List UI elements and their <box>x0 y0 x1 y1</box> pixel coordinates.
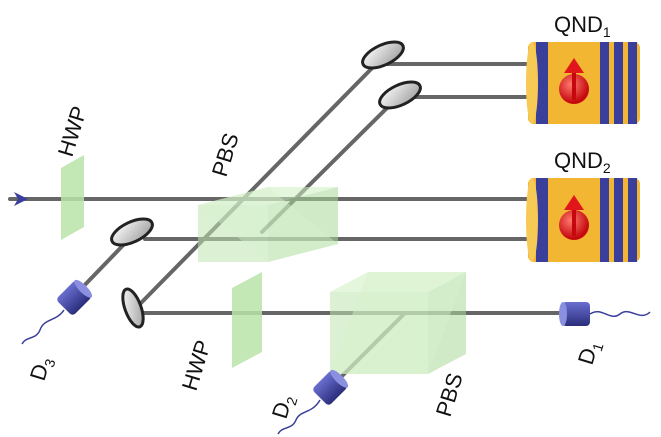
mirror-bottom-left <box>121 287 145 329</box>
hwp-label-bottom: HWP <box>177 337 216 393</box>
detector-d3 <box>21 279 93 345</box>
d3-cable <box>21 309 65 345</box>
mirror-second <box>378 80 422 110</box>
detector-d1 <box>559 302 651 326</box>
d1-label: D1 <box>573 337 607 368</box>
hwp-plate-top <box>61 155 84 240</box>
qnd1-cavity <box>526 42 640 124</box>
d2-cable <box>277 399 321 435</box>
pbs-cube-top <box>198 187 338 262</box>
pbs-label-bottom: PBS <box>431 370 468 419</box>
mirror-top <box>361 40 405 70</box>
hwp-plate-bottom <box>232 272 262 368</box>
d3-label: D3 <box>25 353 59 384</box>
qnd2-cavity <box>526 178 640 262</box>
mirror-left <box>110 217 154 247</box>
d1-cable <box>589 310 651 317</box>
input-arrow-icon <box>14 192 28 206</box>
pbs-label-top: PBS <box>207 130 244 179</box>
detector-d2 <box>277 369 349 435</box>
qnd1-label: QND1 <box>554 12 611 40</box>
qnd2-label: QND2 <box>554 148 611 176</box>
hwp-label-top: HWP <box>53 103 92 159</box>
pbs-cube-bottom <box>330 272 466 374</box>
diagonal-beam-top <box>136 58 382 308</box>
d2-label: D2 <box>267 391 301 422</box>
